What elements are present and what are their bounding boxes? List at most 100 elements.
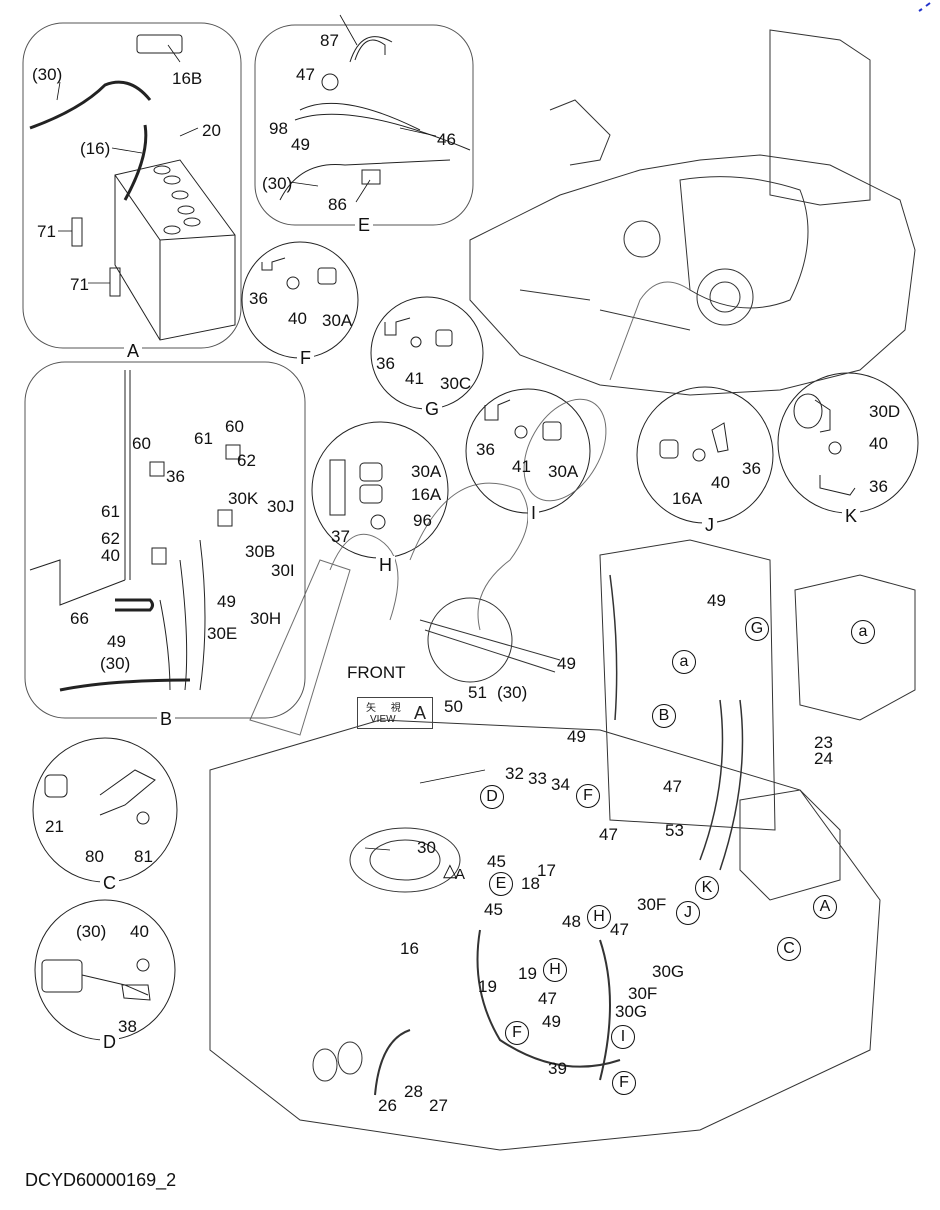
- detail-b-drawing: [29, 370, 241, 692]
- part-label: 96: [413, 511, 432, 530]
- part-label: (30): [100, 654, 131, 673]
- watermark-outline: [249, 281, 691, 736]
- part-label: 28: [404, 1082, 423, 1101]
- lower-assembly-drawing: [209, 539, 916, 1151]
- detail-c-frame: [32, 737, 178, 883]
- part-label: 53: [665, 821, 684, 840]
- drawing-code: DCYD60000169_2: [25, 1170, 177, 1190]
- detail-g-caption: G: [422, 400, 443, 418]
- part-label: 45: [484, 900, 503, 919]
- detail-d-caption: D: [100, 1033, 119, 1051]
- part-label: 20: [202, 121, 221, 140]
- part-label: 66: [70, 609, 89, 628]
- callout-a-lower: a: [672, 650, 696, 674]
- part-label: 30J: [267, 497, 295, 516]
- part-label: 47: [296, 65, 315, 84]
- callout-g: G: [745, 617, 769, 641]
- part-label: 36: [376, 354, 395, 373]
- callout-h-upper: H: [587, 905, 611, 929]
- part-label: 80: [85, 847, 104, 866]
- part-label: 40: [101, 546, 120, 565]
- part-label: 36: [166, 467, 185, 486]
- view-en-text: VIEW: [370, 714, 396, 725]
- detail-k-frame: [777, 372, 919, 514]
- part-label: (30): [262, 174, 293, 193]
- part-label: 49: [567, 727, 586, 746]
- part-label: 30A: [411, 462, 442, 481]
- part-label: 23: [814, 733, 833, 752]
- part-label: 40: [288, 309, 307, 328]
- part-label: 19: [478, 977, 497, 996]
- part-label: 36: [476, 440, 495, 459]
- upper-assembly-drawing: [469, 29, 916, 396]
- part-label: 30G: [652, 962, 685, 981]
- part-label: 36: [742, 459, 761, 478]
- part-label: 27: [429, 1096, 448, 1115]
- part-label: 38: [118, 1017, 137, 1036]
- detail-c-caption: C: [100, 874, 119, 892]
- part-label: 30D: [869, 402, 901, 421]
- part-label: 71: [70, 275, 89, 294]
- part-label: 30C: [440, 374, 472, 393]
- part-label: (30): [32, 65, 63, 84]
- part-label: 47: [663, 777, 682, 796]
- part-label: 16: [400, 939, 419, 958]
- part-label: 21: [45, 817, 64, 836]
- part-label: 26: [378, 1096, 397, 1115]
- part-label: 37: [331, 527, 350, 546]
- part-label: 61: [101, 502, 120, 521]
- part-label: 71: [37, 222, 56, 241]
- part-label: 86: [328, 195, 347, 214]
- part-label: 49: [557, 654, 576, 673]
- detail-b-caption: B: [157, 710, 176, 728]
- callout-i: I: [611, 1025, 635, 1049]
- part-label: 41: [512, 457, 531, 476]
- part-label: 30H: [250, 609, 282, 628]
- callout-c: C: [777, 937, 801, 961]
- part-label: 30K: [228, 489, 259, 508]
- callout-f-mid: F: [505, 1021, 529, 1045]
- part-label: 30: [417, 838, 436, 857]
- part-label: 49: [707, 591, 726, 610]
- callout-f-bottom: F: [612, 1071, 636, 1095]
- part-label: 49: [291, 135, 310, 154]
- battery-drawing: [29, 34, 236, 341]
- part-label: 49: [107, 632, 126, 651]
- detail-i-caption: I: [528, 504, 540, 522]
- detail-h-caption: H: [376, 556, 395, 574]
- callout-a-upper: a: [851, 620, 875, 644]
- callout-d: D: [480, 785, 504, 809]
- part-label: 87: [320, 31, 339, 50]
- part-label: 30F: [628, 984, 658, 1003]
- callout-e: E: [489, 872, 513, 896]
- part-label: 36: [249, 289, 268, 308]
- part-label: 47: [610, 920, 629, 939]
- part-label: 17: [537, 861, 556, 880]
- part-label: 51: [468, 683, 487, 702]
- part-label: 41: [405, 369, 424, 388]
- part-label: 19: [518, 964, 537, 983]
- part-label: 46: [437, 130, 456, 149]
- part-label: 61: [194, 429, 213, 448]
- detail-j-caption: J: [702, 516, 717, 534]
- triangle-marker-a-letter: A: [455, 866, 466, 883]
- part-label: 47: [538, 989, 557, 1008]
- part-label: 49: [217, 592, 236, 611]
- triangle-marker-a: △: [443, 860, 457, 880]
- part-label: 49: [542, 1012, 561, 1031]
- view-jp-text: 矢 視: [366, 703, 407, 714]
- part-label: 32: [505, 764, 524, 783]
- leader-lines: [56, 14, 486, 851]
- detail-e-caption: E: [355, 216, 374, 234]
- part-label: 50: [444, 697, 463, 716]
- part-label: 16A: [411, 485, 442, 504]
- part-label: 81: [134, 847, 153, 866]
- callout-h-lower: H: [543, 958, 567, 982]
- detail-f-caption: F: [297, 349, 314, 367]
- part-label: (30): [76, 922, 107, 941]
- part-label: 18: [521, 874, 540, 893]
- callout-b: B: [652, 704, 676, 728]
- part-label: 33: [528, 769, 547, 788]
